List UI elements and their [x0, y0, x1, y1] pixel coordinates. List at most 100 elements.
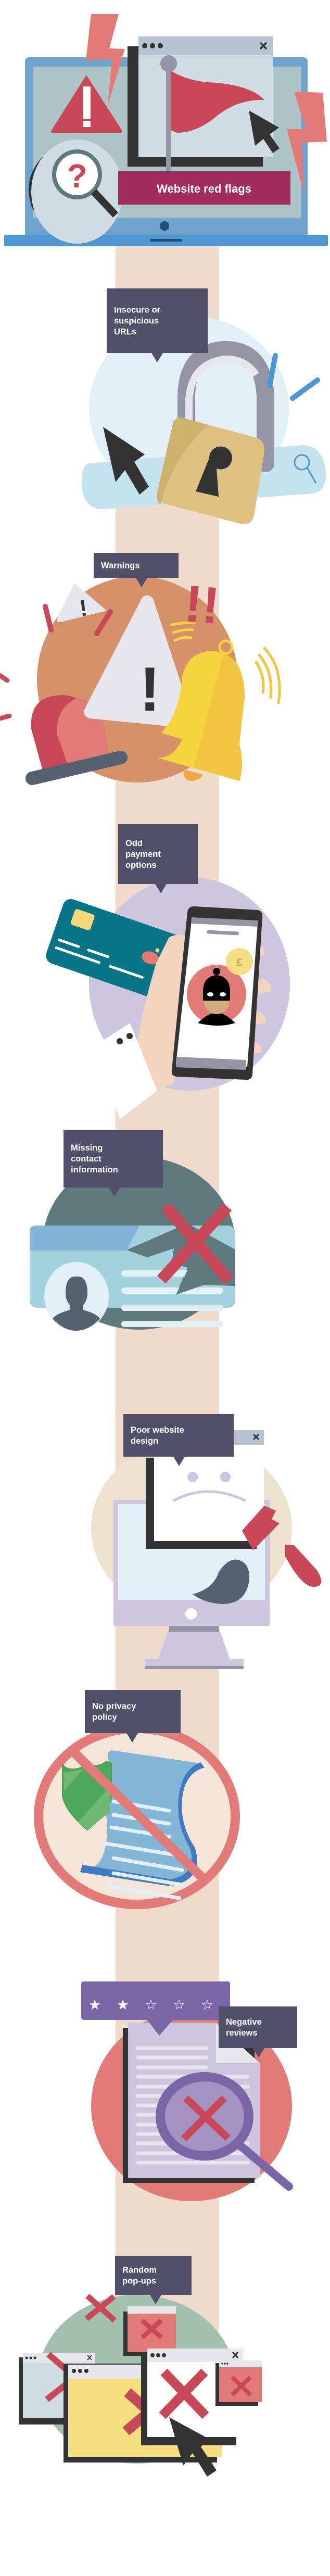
window-dot [150, 43, 155, 48]
sad-face-icon [172, 1490, 246, 1502]
alert-dash [43, 604, 54, 633]
callout-label-line: URLs [114, 327, 136, 337]
callout-labels: Insecure orsuspiciousURLsWarningsOddpaym… [64, 288, 297, 2304]
search-icon [294, 454, 310, 471]
callout-label-line: suspicious [114, 317, 159, 326]
button [117, 1038, 123, 1044]
window-titlebar [219, 2360, 262, 2367]
filled-star-icon: ★ [117, 1997, 129, 2013]
phone-status-bar [191, 917, 258, 927]
padlock-shackle [177, 340, 274, 472]
callout-label-line: design [131, 1436, 158, 1446]
callout-label-line: Insecure or [114, 306, 161, 315]
callout-box [85, 1690, 181, 1742]
section-random-popups [19, 2293, 262, 2477]
window-titlebar [147, 2348, 243, 2362]
cross-icon [181, 2095, 231, 2141]
avatar-icon [53, 1276, 100, 1331]
warning-triangle-icon [84, 595, 193, 728]
close-icon [87, 2355, 92, 2360]
cross-icon [159, 2368, 209, 2419]
flagpole-top [160, 55, 177, 72]
callout-label-line: payment [125, 850, 161, 859]
empty-star-icon: ☆ [173, 1997, 185, 2013]
card-chip [71, 909, 95, 930]
exclamation-dot [83, 121, 91, 127]
magnifier-handle [235, 2141, 293, 2191]
section-negative-reviews: ★★☆☆☆ [81, 1981, 293, 2201]
sleeve [94, 1023, 157, 1119]
callout-label-line: No privacy [92, 1702, 136, 1711]
padlock-shackle-highlight [185, 355, 259, 435]
bell-sound-waves [170, 621, 196, 642]
laptop-notch [150, 239, 182, 242]
card-stripe [109, 965, 144, 979]
monitor-stand-neck [169, 1624, 219, 1632]
callout-label-line: Warnings [101, 561, 140, 571]
card-stripe [57, 938, 80, 948]
magnifier-handle [91, 189, 119, 218]
section-insecure-urls [81, 316, 326, 524]
pound-coin-icon [226, 948, 253, 975]
filled-star-icon: ★ [88, 1997, 101, 2013]
sad-face-eye [187, 1472, 198, 1482]
bell-clapper [183, 769, 203, 781]
empty-star-icon: ☆ [145, 1997, 157, 2013]
callout-box [64, 1130, 163, 1197]
button [126, 1033, 133, 1039]
close-icon [232, 2351, 239, 2359]
cross-icon [84, 2293, 117, 2323]
scroll-edge [170, 1762, 205, 1886]
exclamation-icon: ! [139, 654, 160, 724]
callout-box [219, 2006, 297, 2057]
cursor-icon [169, 2417, 217, 2477]
paintbrush-handle [242, 1506, 280, 1550]
callout-label-line: Missing [71, 1143, 103, 1153]
cross-icon [231, 2376, 252, 2396]
callout-label-line: pop-ups [122, 2277, 156, 2286]
search-icon-handle [306, 467, 317, 484]
shield-highlight [64, 1769, 83, 1791]
thief-icon [198, 1013, 235, 1026]
sad-face-eye [220, 1472, 231, 1482]
header-illustration: ? Website red flags [4, 14, 328, 246]
callout-label-line: reviews [226, 2028, 258, 2038]
callout-label-line: options [125, 861, 157, 870]
callout-label-line: policy [92, 1713, 118, 1722]
monitor-foot-shadow [145, 1666, 244, 1669]
thief-eye [207, 992, 213, 996]
spark-line [290, 377, 320, 401]
coin-dot [155, 948, 160, 953]
window-dots [150, 2353, 166, 2357]
callout-box [94, 553, 179, 587]
star-rating-icon: ★★☆☆☆ [88, 1997, 213, 2013]
cross-icon [157, 1202, 234, 1285]
pound-coin-symbol: £ [236, 956, 243, 969]
alert-dash [94, 609, 113, 636]
red-flag-icon [171, 71, 264, 133]
monitor-power-button [185, 1608, 197, 1620]
bell-shade [194, 653, 245, 781]
callout-label-line: information [71, 1165, 118, 1175]
window-dots [72, 2369, 88, 2373]
bell-sound-waves [255, 647, 281, 704]
callout-box [107, 288, 208, 362]
callout-label-line: Random [122, 2266, 157, 2275]
double-exclamation-icon: !! [182, 574, 222, 635]
cursor-icon [249, 110, 280, 153]
callout-box [115, 2256, 192, 2304]
monitor-stand [158, 1624, 230, 1660]
paintbrush-tip [285, 1545, 322, 1587]
window-dot [158, 43, 163, 48]
info-line [121, 1321, 223, 1327]
window-titlebar [23, 2353, 95, 2363]
thief-bun [213, 968, 220, 975]
page-title: Website red flags [157, 182, 251, 195]
credit-card-icon [46, 899, 187, 1001]
card-stripe [55, 946, 100, 964]
